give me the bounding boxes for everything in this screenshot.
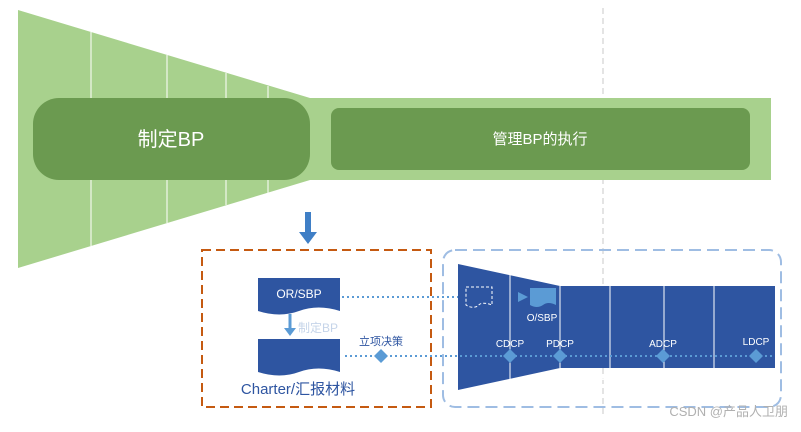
charter-document — [258, 339, 340, 376]
manage-bp-label: 管理BP的执行 — [492, 131, 587, 148]
milestone-label: ADCP — [649, 339, 677, 350]
milestone-label: CDCP — [496, 339, 525, 350]
decision-diamond-icon — [374, 349, 388, 363]
milestone-diamond-icon — [656, 349, 670, 363]
manage-bp-block — [331, 108, 750, 170]
milestone-pdcp: PDCP — [546, 339, 574, 363]
decision-label: 立项决策 — [359, 334, 403, 348]
right-dashed-box — [442, 249, 782, 408]
make-bp-label: 制定BP — [138, 128, 205, 151]
faded-bp-label: 制定BP — [298, 320, 338, 335]
or-sbp-document — [258, 278, 340, 315]
milestone-adcp: ADCP — [649, 339, 677, 363]
o-sbp-label: O/SBP — [527, 313, 558, 324]
milestone-label: LDCP — [743, 337, 770, 348]
make-bp-block — [33, 98, 310, 180]
watermark: CSDN @产品人卫朋 — [669, 404, 788, 419]
milestone-diamond-icon — [553, 349, 567, 363]
blue-funnel — [458, 264, 775, 390]
milestone-diamond-icon — [749, 349, 763, 363]
draft-document-icon — [465, 286, 493, 308]
milestone-diamond-icon — [503, 349, 517, 363]
charter-label: Charter/汇报材料 — [241, 381, 355, 398]
or-sbp-label: OR/SBP — [276, 287, 321, 301]
milestone-ldcp: LDCP — [743, 337, 770, 363]
flow-arrowhead-icon — [518, 292, 528, 302]
o-sbp-document — [530, 288, 556, 307]
milestone-label: PDCP — [546, 339, 574, 350]
connector-arrow-icon — [284, 314, 296, 336]
funnel-subtitle: 公众号：产品人卫朋 — [564, 375, 672, 389]
left-dashed-box — [201, 249, 432, 408]
milestone-cdcp: CDCP — [496, 339, 525, 363]
down-arrow-icon — [299, 212, 317, 244]
